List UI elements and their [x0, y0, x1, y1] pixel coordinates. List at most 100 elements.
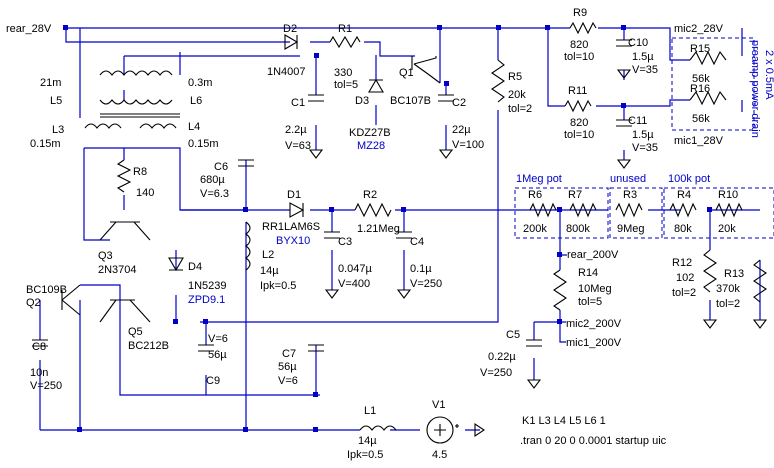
c9-volt: V=6 [208, 333, 228, 345]
r12-name: R12 [672, 257, 692, 269]
c1-capacitor-symbol [308, 94, 324, 102]
r13-tol: tol=2 [716, 298, 740, 310]
l3-name-label: L3 [52, 124, 64, 136]
d3-alt: MZ28 [357, 140, 385, 152]
r8-resistor-symbol [116, 159, 132, 193]
net-mic1-28v: mic1_28V [674, 135, 724, 147]
ground-icon [526, 379, 542, 389]
r14-value: 10Meg [578, 283, 612, 295]
r13-value: 370k [716, 283, 740, 295]
r16-name: R16 [690, 83, 710, 95]
l1-inductor-symbol [359, 425, 397, 431]
r9-tol: tol=10 [564, 51, 594, 63]
r4-resistor-symbol [669, 202, 697, 218]
ground-icon [308, 149, 324, 159]
r13-name: R13 [724, 268, 744, 280]
c11-capacitor-symbol [616, 119, 632, 127]
r4-name: R4 [677, 189, 691, 201]
c4-name: C4 [410, 236, 424, 248]
v1-source-symbol [426, 416, 459, 444]
c11-name: C11 [628, 115, 647, 127]
v1-value: 4.5 [432, 449, 447, 461]
wire-r11 [547, 28, 660, 107]
q2-name: Q2 [26, 297, 41, 309]
r5-name: R5 [508, 71, 522, 83]
l5-ind-label: 21m [40, 77, 61, 89]
r9-value: 820 [570, 39, 588, 51]
r5-resistor-symbol [491, 59, 505, 103]
r3-resistor-symbol [615, 202, 643, 218]
c6-capacitor-symbol [238, 159, 254, 167]
r9-name: R9 [573, 7, 587, 19]
l1-name: L1 [364, 405, 376, 417]
r2-value: 1.21Meg [357, 223, 400, 235]
c5-name: C5 [506, 329, 520, 341]
q1-name: Q1 [399, 67, 414, 79]
net-mic1-200v: mic1_200V [566, 337, 622, 349]
net-mic2-28v: mic2_28V [674, 23, 724, 35]
r14-name: R14 [578, 267, 598, 279]
c1-value: 2.2µ [285, 124, 307, 136]
r7-resistor-symbol [569, 202, 597, 218]
r12-tol: tol=2 [672, 287, 696, 299]
pot1-box [514, 187, 609, 239]
c6-name: C6 [214, 161, 228, 173]
l2-value: 14µ [260, 265, 279, 277]
c3-capacitor-symbol [324, 231, 340, 239]
preamp-box [671, 37, 755, 131]
l5-name-label: L5 [50, 95, 62, 107]
pot1-label: 1Meg pot [516, 173, 562, 185]
c2-volt: V=100 [452, 139, 484, 151]
r10-value: 20k [718, 223, 736, 235]
l6-ind-label: 0.3m [188, 77, 212, 89]
wire-mic200v [534, 321, 566, 343]
junctions [63, 25, 712, 432]
r1-resistor-symbol [329, 35, 361, 49]
wires [39, 27, 761, 431]
c8-capacitor-symbol [32, 339, 48, 347]
c8-volt: V=250 [30, 380, 62, 392]
l4-ind-label: 0.15m [188, 138, 219, 150]
c1-volt: V=63 [285, 140, 311, 152]
c2-name: C2 [452, 97, 466, 109]
wire-q2-q5 [80, 284, 121, 300]
net-rear200v: rear_200V [567, 249, 619, 261]
c3-value: 0.047µ [338, 263, 373, 275]
r16-value: 56k [692, 113, 710, 125]
unused-box [609, 187, 663, 239]
q1-value: BC107B [390, 95, 431, 107]
d3-name: D3 [355, 95, 369, 107]
q1-transistor-symbol [411, 56, 441, 84]
wire-to-d2 [65, 28, 290, 43]
net-mic2-200v: mic2_200V [566, 318, 622, 330]
r11-tol: tol=10 [564, 129, 594, 141]
preamp-label-2: 2 x 0.5mA [763, 50, 774, 100]
r2-name: R2 [363, 189, 377, 201]
r15-name: R15 [690, 43, 710, 55]
d2-value: 1N4007 [267, 66, 306, 78]
c4-volt: V=250 [410, 278, 442, 290]
r7-name: R7 [568, 189, 582, 201]
d4-name: D4 [188, 261, 202, 273]
l6-name-label: L6 [190, 95, 202, 107]
c7-volt: V=6 [278, 375, 298, 387]
wire-d2-r1 [310, 41, 415, 57]
r6-name: R6 [528, 189, 542, 201]
ground-icon [324, 289, 340, 299]
l1-ipk: Ipk=0.5 [347, 449, 383, 461]
c8-value: 10n [30, 367, 48, 379]
q5-transistor-symbol [99, 299, 151, 323]
q3-value: 2N3704 [98, 264, 137, 276]
unused-label: unused [610, 173, 646, 185]
r11-resistor-symbol [564, 99, 592, 113]
d1-diode-symbol [289, 202, 305, 218]
r3-name: R3 [623, 189, 637, 201]
l3-ind-label: 0.15m [30, 138, 61, 150]
c5-volt: V=250 [480, 367, 512, 379]
r13-resistor-symbol [753, 259, 767, 303]
d1-value: RR1LAM6S [262, 221, 320, 233]
c9-value: 56µ [208, 349, 227, 361]
r11-name: R11 [568, 85, 587, 97]
